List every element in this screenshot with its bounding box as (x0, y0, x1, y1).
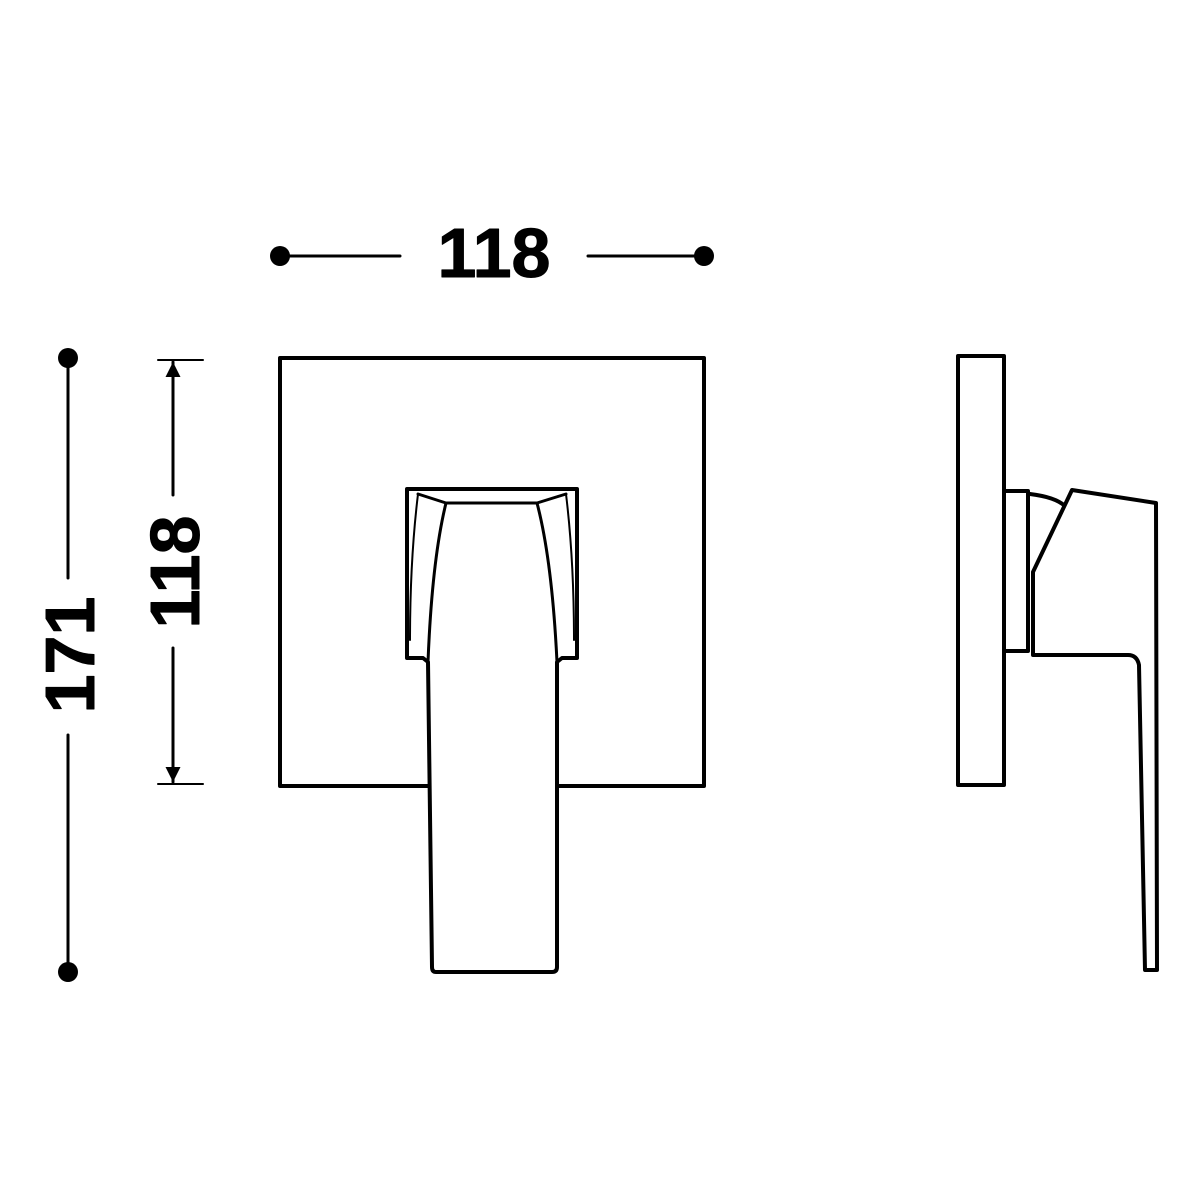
front-escutcheon (405, 487, 579, 974)
side-lever (1031, 488, 1159, 972)
front-view (278, 356, 706, 974)
plate-height-label: 118 (136, 516, 214, 629)
plate-height-dimension: 118 (136, 359, 215, 785)
total-height-label: 171 (31, 597, 109, 714)
total-height-dimension: 171 (31, 348, 110, 982)
side-hub (1002, 489, 1030, 653)
width-dimension: 118 (270, 214, 714, 293)
side-plate (956, 354, 1006, 787)
side-view (956, 354, 1159, 972)
width-label: 118 (438, 214, 551, 292)
